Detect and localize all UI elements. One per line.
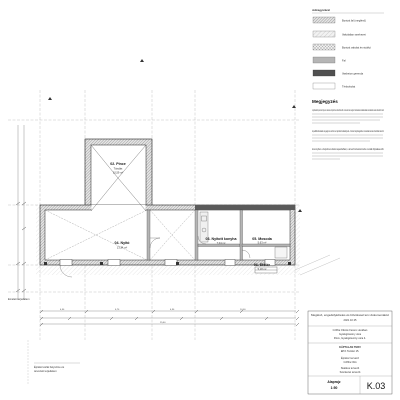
room-name: 02. Pince xyxy=(110,162,126,166)
building-plan xyxy=(36,138,341,278)
legend-label-1: Bontott fal (meglévő) xyxy=(342,19,366,23)
room-area: 7,04 m² xyxy=(217,241,226,245)
notes-paragraph-2: A padlóburkolatok anyagát és színét az é… xyxy=(312,129,384,133)
title-block: Meglévő, engedélyköteles és bővítéssel t… xyxy=(307,310,393,395)
room-area: 5,18 m² xyxy=(258,267,267,271)
title-block-line-1: Meglévő, engedélyköteles és bővítéssel t… xyxy=(311,313,390,317)
room-label-nyito: 04. Nyitó 13,34 m² xyxy=(115,241,131,250)
legend-label-4: Fal xyxy=(342,59,346,63)
legend: Jelmagyarázat Bontott fal (meglévő) Vako… xyxy=(312,8,384,90)
project-line-4: Építész tervező xyxy=(341,355,359,360)
legend-swatch-1 xyxy=(312,16,336,24)
legend-label-3: Bontott vakolat és stukkó xyxy=(342,46,371,50)
project-line-2: EP.K Terület 15. xyxy=(341,349,360,353)
legend-swatch-5 xyxy=(312,69,336,77)
left-dimension-note: Emeleti terjedelem xyxy=(8,297,29,301)
room-name: 01. Előtér xyxy=(254,263,271,267)
room-use: Tárolás xyxy=(114,167,123,171)
legend-swatch-6 xyxy=(312,82,336,90)
bottom-left-note-1: Építési korlát helyszíne és xyxy=(34,364,65,369)
legend-label-5: Vasbeton gerenda xyxy=(342,72,364,76)
client-line-3: Pécs, Gyalogösvény utca 4. xyxy=(334,336,366,340)
legend-title: Jelmagyarázat xyxy=(312,8,330,12)
sheet-title: Alaprajz xyxy=(327,380,340,384)
client-line-1: Cziffra Ottóné Ferenc utcában xyxy=(333,328,368,332)
client-line-2: Gyalogösvény utca xyxy=(339,332,362,336)
room-name: 05. Mosoda xyxy=(252,237,273,241)
room-area: 13,34 m² xyxy=(117,246,127,250)
room-label-konyha: 03. Nyitott konyha 7,04 m² xyxy=(206,237,238,245)
notes: Megjegyzés A nyílászárók pontos helye és… xyxy=(312,99,384,160)
notes-paragraph-1: A nyílászárók pontos helye és mérete a h… xyxy=(312,108,384,112)
dimension-chains xyxy=(17,125,296,325)
room-area: 10,59 m² xyxy=(113,171,123,175)
project-line-1: KÁPTALAN TERV xyxy=(339,344,361,349)
room-label-mosoda: 05. Mosoda 5,63 m² xyxy=(252,237,273,245)
project-line-7: Statikus tervező xyxy=(341,366,360,370)
sheet-scale: 1:50 xyxy=(331,386,338,390)
legend-swatch-2 xyxy=(312,30,336,38)
room-name: 04. Nyitó xyxy=(115,241,131,245)
bottom-left-note-2: tervezett terjedelem xyxy=(34,369,57,373)
legend-label-6: Térburkolat xyxy=(342,85,355,89)
svg-text:6,70: 6,70 xyxy=(115,309,120,311)
svg-text:4,50: 4,50 xyxy=(60,309,65,311)
room-label-pince: 02. Pince Tárolás 10,59 m² xyxy=(110,162,126,175)
room-area: 5,63 m² xyxy=(258,241,267,245)
dimension-ticks xyxy=(15,201,300,327)
sheet-number: K.03 xyxy=(367,381,386,391)
svg-text:4,30: 4,30 xyxy=(170,309,175,311)
dimension-text: 4,50 6,70 4,30 10,00 25,60 xyxy=(60,309,246,324)
room-label-eloter: 01. Előtér 5,18 m² xyxy=(254,263,271,271)
title-block-date: 2021 10 25 xyxy=(344,318,358,322)
svg-text:25,60: 25,60 xyxy=(160,322,166,324)
legend-swatch-4 xyxy=(312,56,336,64)
room-name: 03. Nyitott konyha xyxy=(206,237,238,241)
legend-label-2: Vakolatlan szerkezet xyxy=(342,33,366,37)
legend-swatch-3 xyxy=(312,43,336,51)
notes-paragraph-3: Amennyiben a helyszínen eltérés tapaszta… xyxy=(312,147,384,151)
notes-title: Megjegyzés xyxy=(312,99,338,104)
project-line-5: Cziffra Ottó xyxy=(343,360,357,364)
svg-text:10,00: 10,00 xyxy=(240,309,246,311)
project-line-8: Szerkezet tervező xyxy=(340,370,361,374)
